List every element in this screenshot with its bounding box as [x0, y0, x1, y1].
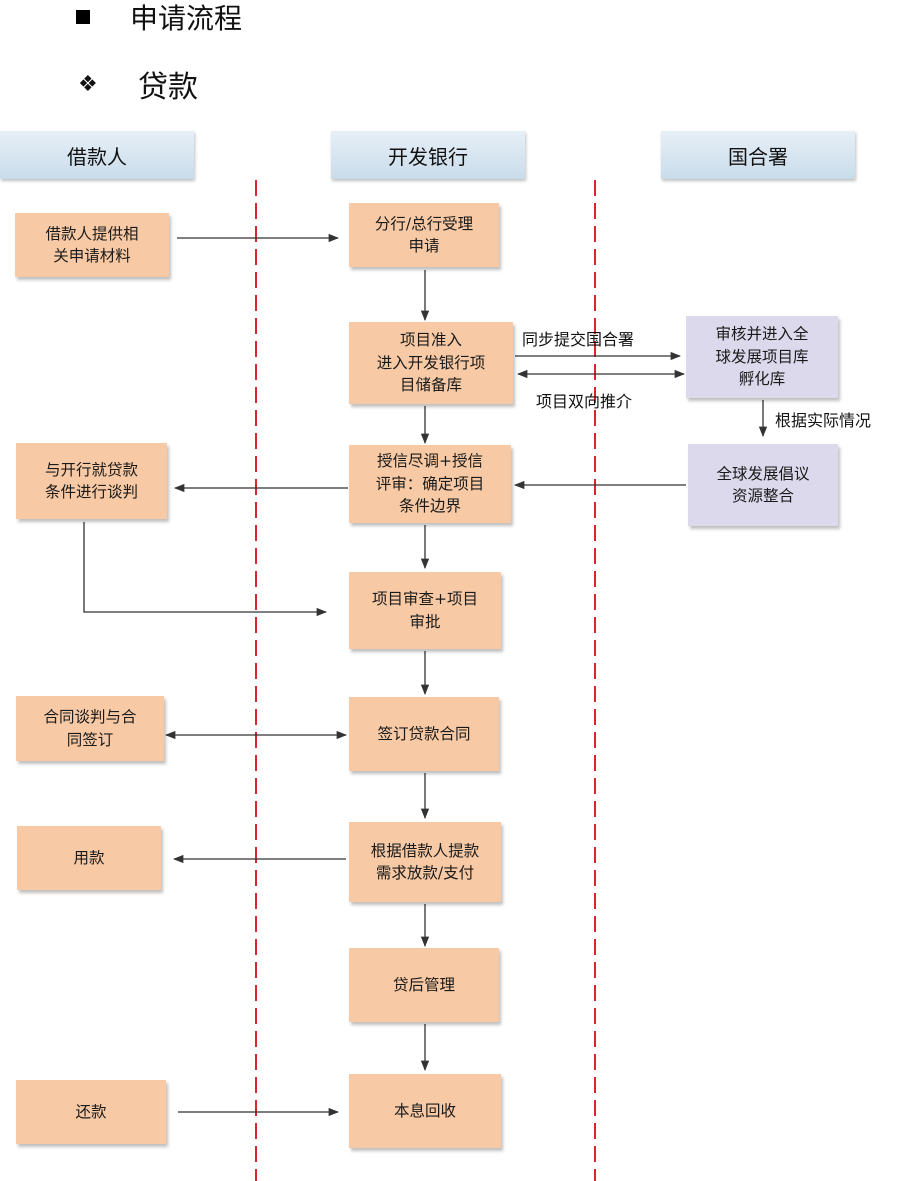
subsection-heading: ❖ 贷款 — [78, 64, 198, 105]
step-borrower-contract: 合同谈判与合 同签订 — [16, 696, 164, 761]
lane-header-bank: 开发银行 — [331, 131, 525, 179]
section-title: 申请流程 — [130, 2, 243, 35]
step-borrower-negotiate: 与开行就贷款 条件进行谈判 — [16, 443, 167, 519]
lane-header-un: 国合署 — [661, 131, 855, 179]
step-un-gdi: 全球发展倡议 资源整合 — [688, 444, 838, 526]
label-sync-submit: 同步提交国合署 — [522, 330, 635, 349]
step-bank-admission: 项目准入 进入开发银行项 目储备库 — [349, 322, 513, 404]
square-bullet-icon — [76, 10, 90, 24]
section-heading: 申请流程 — [76, 0, 243, 35]
step-bank-post-loan: 贷后管理 — [349, 948, 499, 1022]
step-bank-accept: 分行/总行受理 申请 — [349, 203, 499, 267]
step-borrower-repay: 还款 — [16, 1080, 166, 1144]
step-borrower-use-funds: 用款 — [17, 826, 161, 890]
step-bank-disburse: 根据借款人提款 需求放款/支付 — [349, 822, 501, 902]
lane-header-borrower: 借款人 — [0, 131, 194, 179]
step-un-review-library: 审核并进入全 球发展项目库 孵化库 — [686, 316, 838, 398]
step-bank-recover: 本息回收 — [349, 1074, 501, 1148]
step-borrower-submit: 借款人提供相 关申请材料 — [15, 213, 169, 277]
step-bank-project-review: 项目审查+项目 审批 — [349, 572, 501, 649]
diamond-bullet-icon: ❖ — [78, 71, 98, 97]
label-per-situation: 根据实际情况 — [775, 411, 872, 430]
step-bank-credit-review: 授信尽调+授信 评审：确定项目 条件边界 — [349, 445, 511, 523]
arrow-negotiate-project — [83, 522, 328, 617]
label-mutual-recommend: 项目双向推介 — [536, 392, 633, 411]
subsection-title: 贷款 — [138, 70, 198, 105]
step-bank-sign-contract: 签订贷款合同 — [349, 697, 499, 771]
